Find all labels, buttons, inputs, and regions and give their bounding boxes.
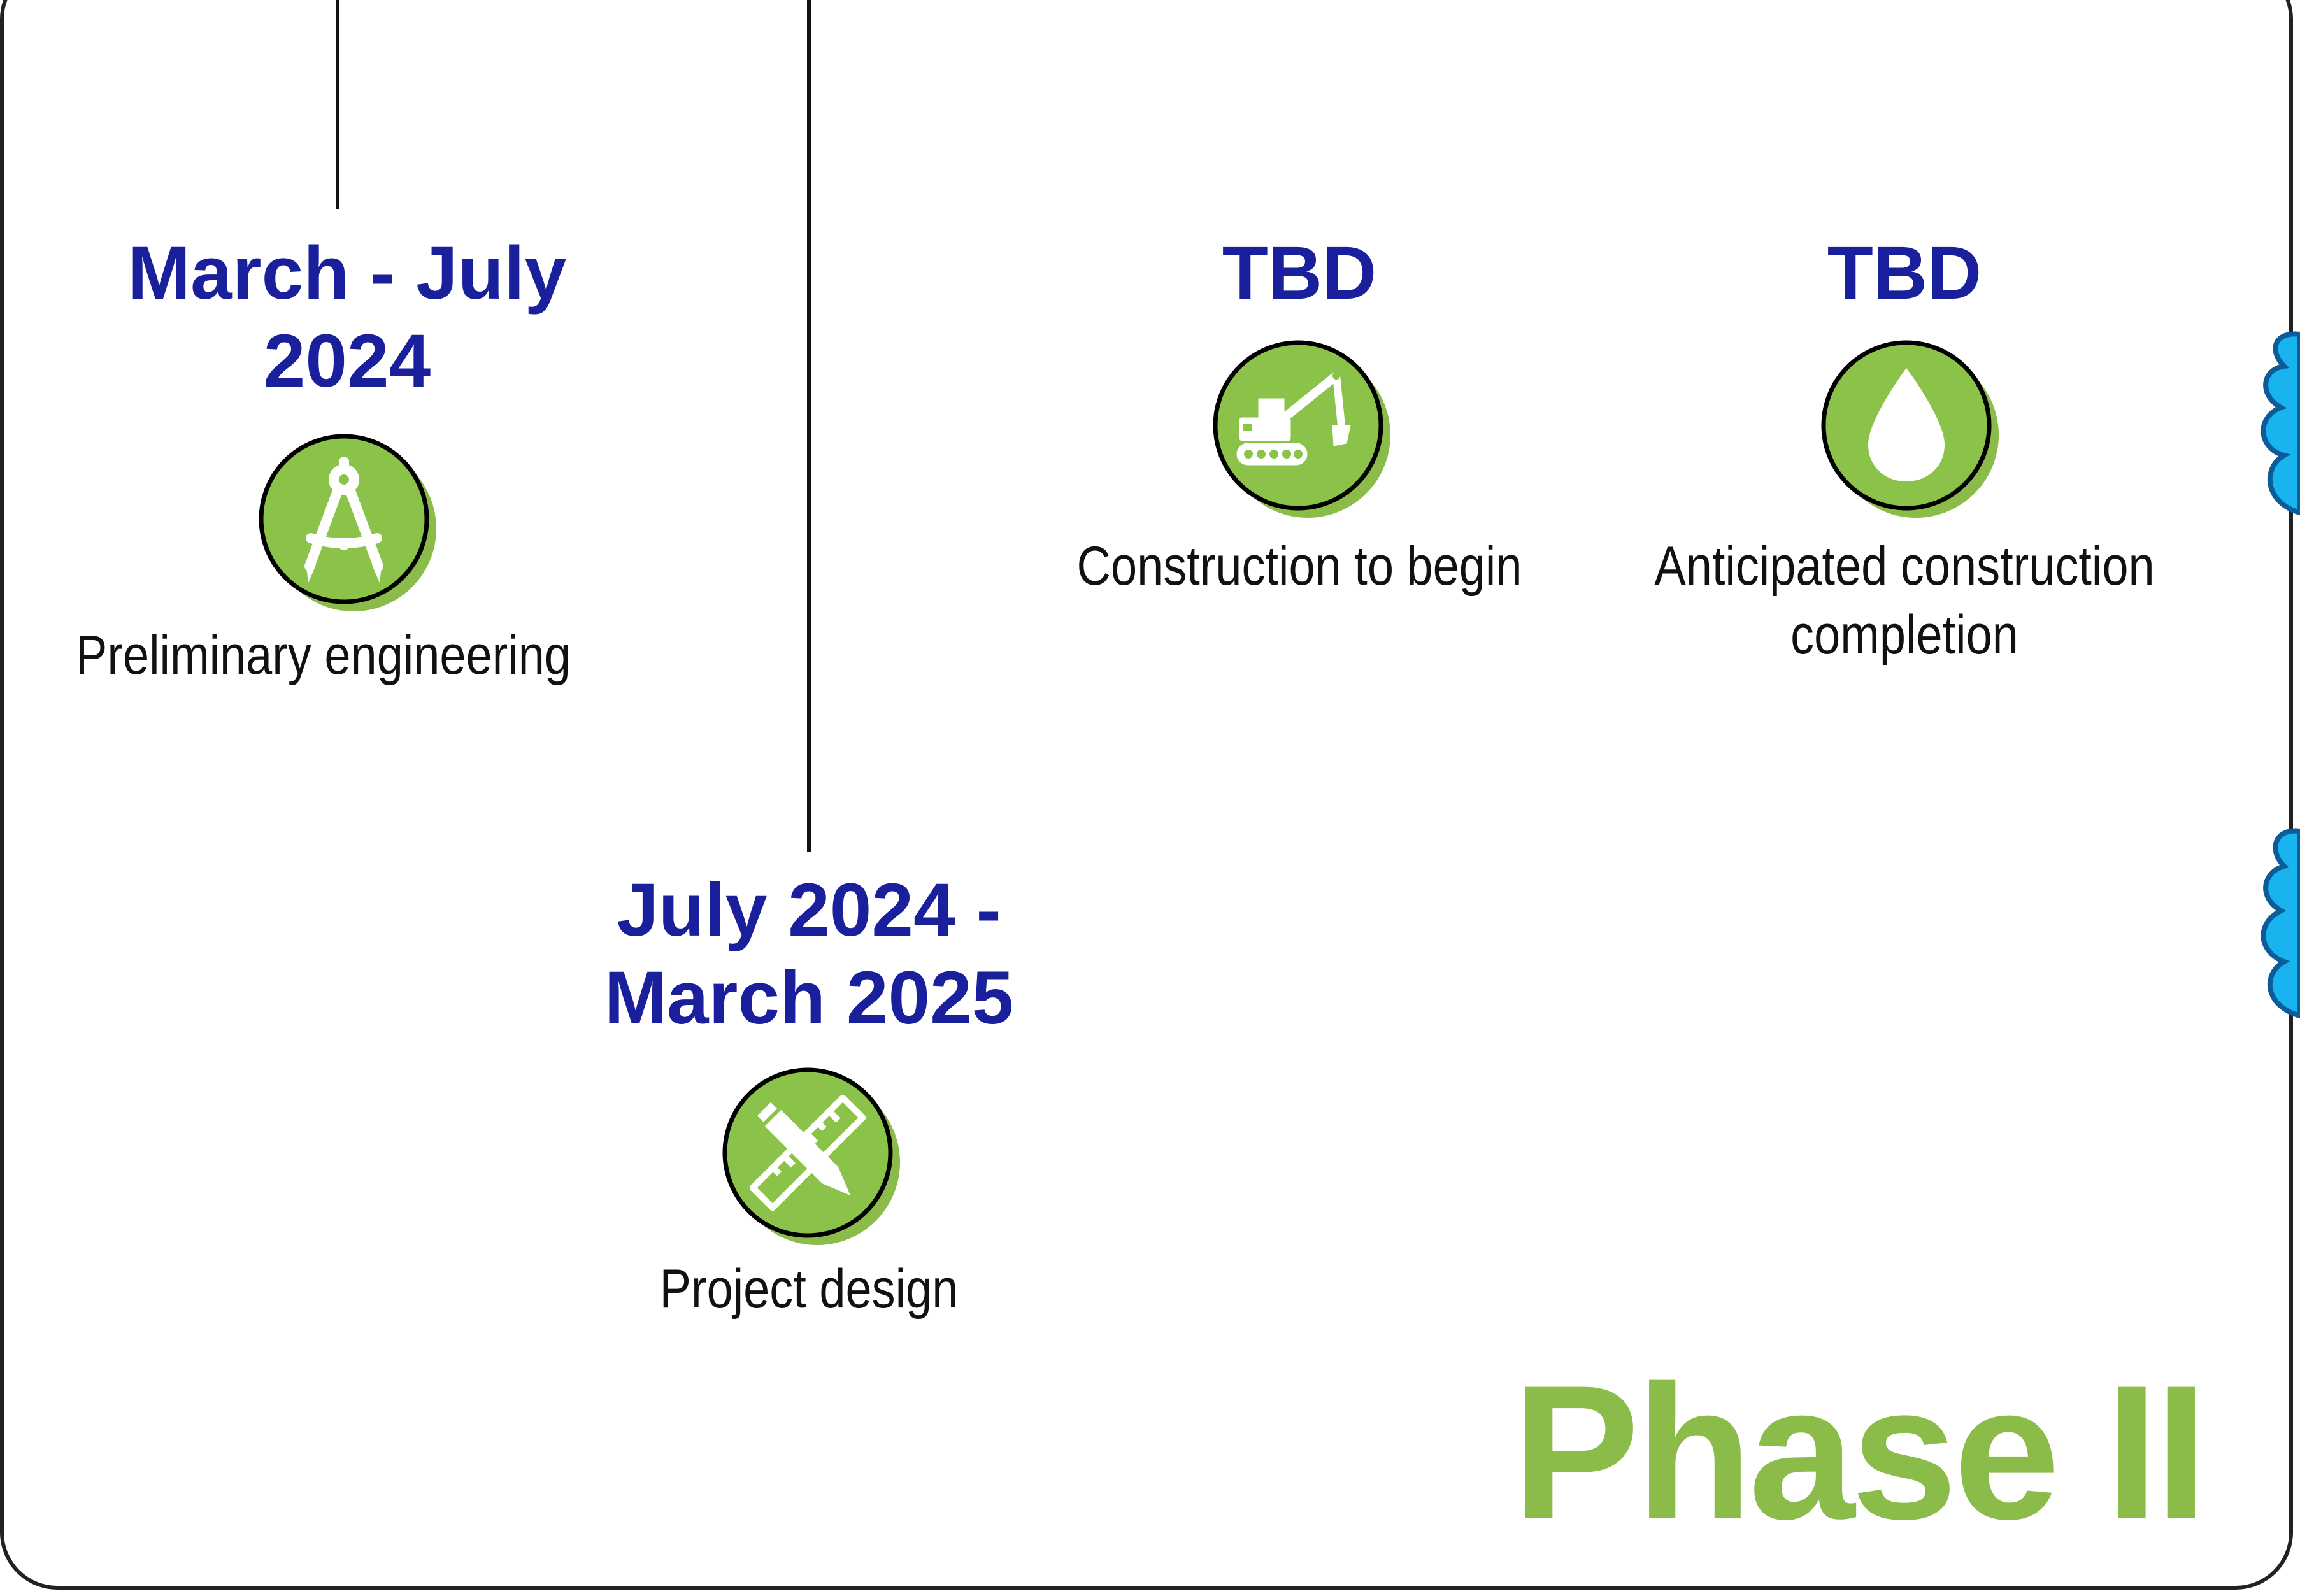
milestone-date: TBD xyxy=(1827,231,1982,315)
water-drop-icon xyxy=(1817,336,2002,521)
milestone-label: Project design xyxy=(659,1258,959,1320)
phase-title: Phase II xyxy=(1512,1345,2208,1559)
compass-icon xyxy=(255,430,439,615)
decorative-blob-bottom xyxy=(2255,828,2300,1019)
milestone-date: July 2024 - March 2025 xyxy=(604,868,1014,1040)
milestone-label: Anticipated construction completion xyxy=(1654,536,2155,666)
excavator-icon xyxy=(1209,336,1394,521)
milestone-label: Construction to begin xyxy=(1076,536,1522,597)
ruler-pencil-icon xyxy=(718,1064,903,1248)
connector-line-2 xyxy=(807,0,811,852)
milestone-date: TBD xyxy=(1222,231,1377,315)
milestone-label: Preliminary engineering xyxy=(76,625,571,686)
milestone-date: March - July 2024 xyxy=(127,231,567,403)
connector-line-1 xyxy=(336,0,339,209)
decorative-blob-top xyxy=(2255,331,2300,516)
